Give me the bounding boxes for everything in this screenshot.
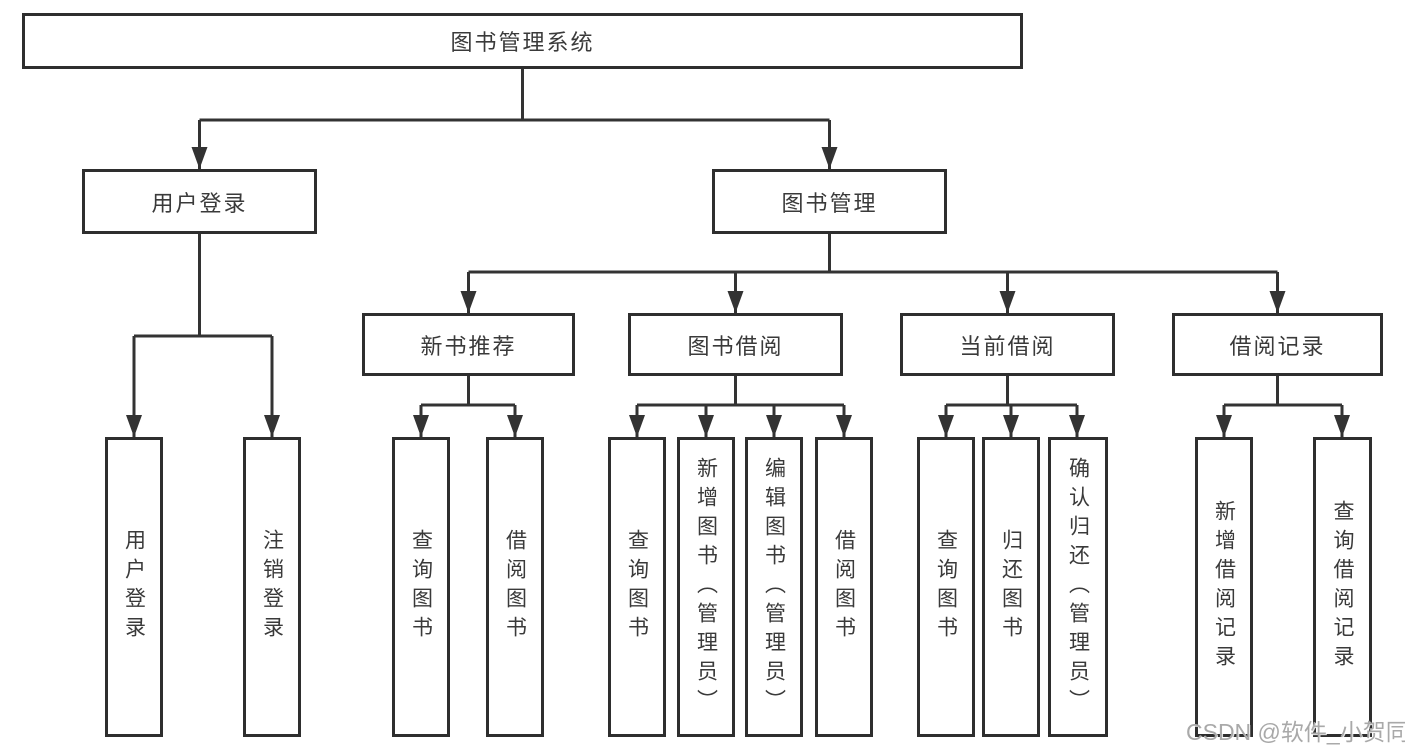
- watermark: CSDN @软件_小贺同学: [1186, 719, 1405, 745]
- node-library-management-system: 图书管理系统: [22, 13, 1023, 69]
- leaf-borrow-books-borrowing: 借阅图书: [815, 437, 873, 737]
- node-book-borrowing: 图书借阅: [628, 313, 843, 376]
- connector-line-path: [132, 69, 1344, 437]
- leaf-confirm-return-admin: 确认归还（管理员）: [1048, 437, 1108, 737]
- node-borrowing-records: 借阅记录: [1172, 313, 1383, 376]
- leaf-return-books: 归还图书: [982, 437, 1040, 737]
- node-user-login: 用户登录: [82, 169, 317, 234]
- leaf-add-borrow-record: 新增借阅记录: [1195, 437, 1253, 737]
- node-book-management: 图书管理: [712, 169, 947, 234]
- leaf-borrow-books-recommend: 借阅图书: [486, 437, 544, 737]
- leaf-query-books-current: 查询图书: [917, 437, 975, 737]
- node-current-borrowing: 当前借阅: [900, 313, 1115, 376]
- leaf-add-books-admin: 新增图书（管理员）: [677, 437, 735, 737]
- leaf-query-borrow-record: 查询借阅记录: [1313, 437, 1372, 737]
- node-new-book-recommend: 新书推荐: [362, 313, 575, 376]
- leaf-user-login: 用户登录: [105, 437, 163, 737]
- arrowhead-icons: [126, 147, 1350, 437]
- leaf-logout: 注销登录: [243, 437, 301, 737]
- leaf-query-books-recommend: 查询图书: [392, 437, 450, 737]
- leaf-query-books-borrowing: 查询图书: [608, 437, 666, 737]
- leaf-edit-books-admin: 编辑图书（管理员）: [745, 437, 803, 737]
